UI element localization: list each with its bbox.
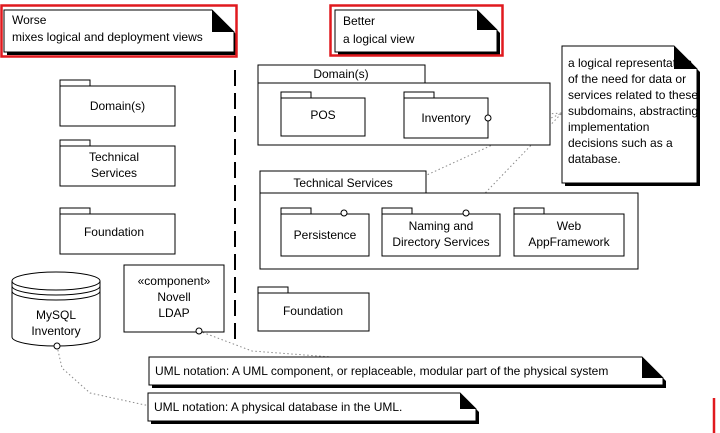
connector-note-naming <box>465 112 563 214</box>
naming-anchor <box>462 209 470 217</box>
component-label-1: Novell <box>157 290 190 304</box>
inventory-anchor <box>484 114 492 122</box>
left-package-foundation: Foundation <box>59 207 176 255</box>
right-foundation-label: Foundation <box>283 304 343 318</box>
left-foundation-label: Foundation <box>84 225 144 239</box>
note-logical-line-4: subdomains, abstracting <box>568 104 698 118</box>
database-label-2: Inventory <box>31 324 80 338</box>
note-uml-component: UML notation: A UML component, or replac… <box>148 356 666 388</box>
note-better-title: Better <box>343 14 375 28</box>
note-better: Better a logical view <box>329 4 504 57</box>
component-novell-ldap: «component» Novell LDAP <box>123 264 225 335</box>
right-domains-label: Domain(s) <box>313 67 368 81</box>
persistence-label: Persistence <box>294 228 357 242</box>
pos-label: POS <box>310 108 335 122</box>
left-technical-label-2: Services <box>91 166 137 180</box>
note-uml-component-text: UML notation: A UML component, or replac… <box>155 364 608 378</box>
note-logical-line-6: decisions such as a <box>568 136 673 150</box>
inventory-label: Inventory <box>421 111 470 125</box>
right-technical-label: Technical Services <box>293 176 392 190</box>
worse-highlight <box>0 4 238 58</box>
naming-label-2: Directory Services <box>392 235 489 249</box>
persistence-anchor <box>340 209 348 217</box>
left-package-domains: Domain(s) <box>59 79 176 127</box>
right-package-foundation: Foundation <box>257 286 370 332</box>
left-package-technical-services: Technical Services <box>59 139 176 187</box>
note-logical-line-7: database. <box>568 152 621 166</box>
note-better-subtitle: a logical view <box>343 32 415 46</box>
left-domains-label: Domain(s) <box>90 99 145 113</box>
package-pos: POS <box>280 91 366 137</box>
connector-db-note <box>56 345 148 406</box>
database-label-1: MySQL <box>36 308 76 322</box>
note-logical-line-5: implementation <box>568 120 649 134</box>
note-uml-database: UML notation: A physical database in the… <box>147 392 479 424</box>
web-label-1: Web <box>557 219 582 233</box>
component-stereotype: «component» <box>138 274 211 288</box>
note-logical-representation: a logical representation of the need for… <box>561 45 700 186</box>
component-anchor <box>195 327 203 335</box>
package-naming-directory: Naming and Directory Services <box>381 207 501 257</box>
note-worse-title: Worse <box>12 13 47 27</box>
web-label-2: AppFramework <box>528 235 610 249</box>
note-logical-line-3: services related to these <box>568 88 698 102</box>
package-web-appframework: Web AppFramework <box>513 207 625 257</box>
connector-ldap-note <box>198 330 346 359</box>
note-worse-subtitle: mixes logical and deployment views <box>12 30 203 44</box>
note-worse: Worse mixes logical and deployment views <box>0 4 238 58</box>
note-logical-line-1: a logical representation <box>568 56 692 70</box>
left-technical-label-1: Technical <box>89 150 139 164</box>
better-highlight <box>329 4 504 57</box>
database-anchor <box>53 342 61 350</box>
note-logical-line-2: of the need for data or <box>568 72 686 86</box>
database-mysql-inventory: MySQL Inventory <box>11 271 101 350</box>
package-inventory: Inventory <box>403 91 492 139</box>
naming-label-1: Naming and <box>409 219 474 233</box>
package-persistence: Persistence <box>280 207 370 257</box>
component-label-2: LDAP <box>158 306 189 320</box>
note-uml-database-text: UML notation: A physical database in the… <box>154 400 402 414</box>
